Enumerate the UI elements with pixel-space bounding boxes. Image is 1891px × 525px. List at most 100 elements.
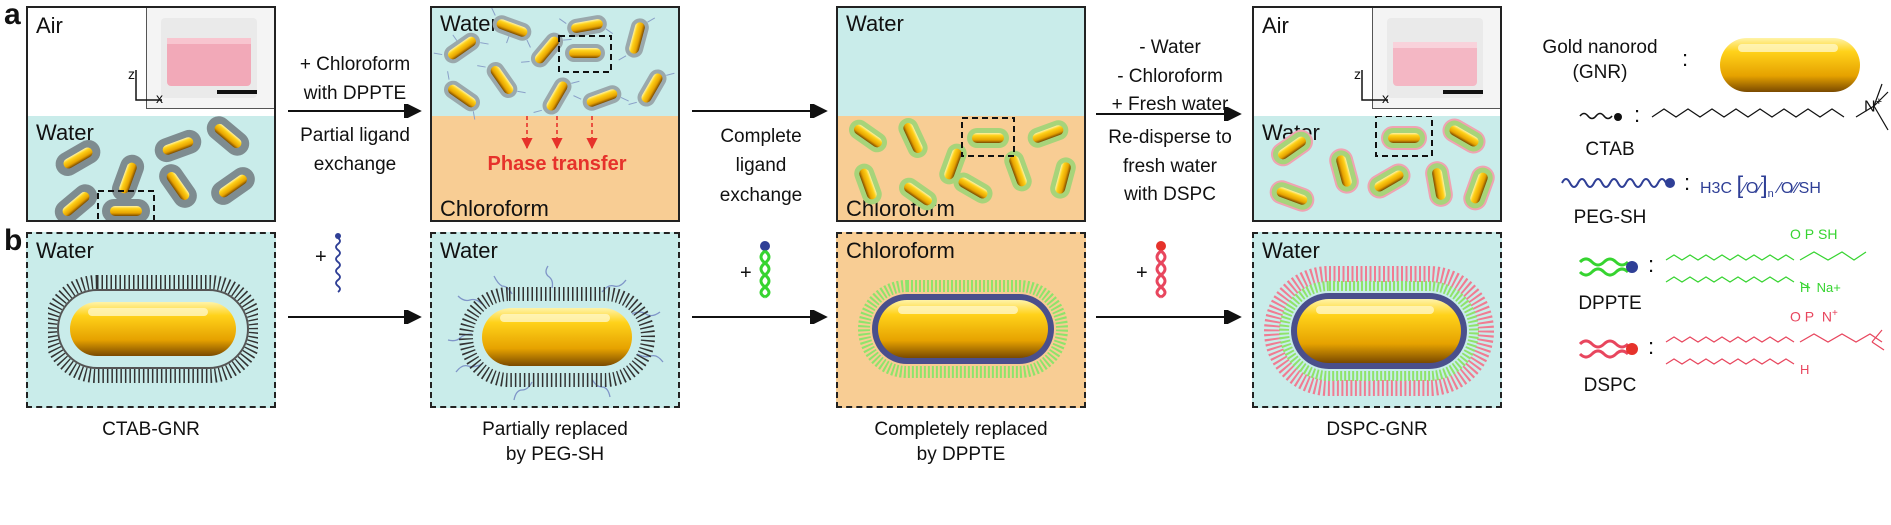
gnr-rod (521, 32, 572, 68)
vial-photo-inset (1372, 8, 1500, 109)
vial-photo (161, 18, 257, 98)
panel-a4: Air Water z x (1252, 6, 1502, 222)
gnr-rod (159, 164, 197, 208)
plus-sign: + (315, 246, 327, 268)
peg-gnr-rods (433, 8, 675, 150)
axes-icon (135, 70, 162, 101)
dppte-atoms-lower: H Na+ (1800, 280, 1841, 295)
dppte-legend-icon (1578, 257, 1638, 277)
ctab-gnr-closeup (48, 275, 258, 383)
dppte-structure (1665, 251, 1867, 289)
gnr-rod (628, 69, 675, 107)
axis-z-label: z (128, 66, 135, 82)
caption-b3: Completely replaced by DPPTE (874, 419, 1048, 465)
dspc-icon (1155, 241, 1167, 299)
dspc-gnr-closeup (1264, 266, 1494, 396)
dspc-gnr-rods (1269, 116, 1495, 212)
zoom-box (558, 35, 612, 73)
panel-a1: Air Water z x (26, 6, 276, 222)
legend-colon: : (1682, 46, 1689, 71)
arrow-b2-b3 (692, 310, 828, 324)
gnr-rod (967, 128, 1009, 148)
caption-b1: CTAB-GNR (102, 419, 200, 440)
ctab-icon (1579, 112, 1622, 121)
dspc-structure (1665, 329, 1885, 365)
chloroform-label: Chloroform (440, 196, 549, 221)
caption-b4: DSPC-GNR (1326, 419, 1428, 440)
legend-peg-name: PEG-SH (1573, 207, 1647, 228)
water-region (838, 8, 1084, 116)
gnr-rod (854, 163, 882, 205)
step1-text: + Chloroform with DPPTE Partial ligand e… (299, 54, 411, 176)
step1-arrow (288, 104, 422, 118)
gnr-rod (953, 172, 993, 204)
dppte-atoms: O P SH (1790, 226, 1838, 242)
gnr-rod (1425, 161, 1453, 207)
step2-arrow (692, 104, 828, 118)
legend-dppte-name: DPPTE (1578, 293, 1642, 314)
dppte-gnr-closeup (858, 280, 1068, 378)
panel-b1: Water (26, 232, 276, 408)
water-label: Water (440, 238, 498, 263)
legend-colon: : (1684, 170, 1691, 195)
gnr-rod (55, 140, 101, 176)
gnr-rod (1027, 120, 1069, 148)
gnr-rod (559, 15, 614, 37)
zoom-box (961, 117, 1015, 157)
legend-ctab-name: CTAB (1585, 139, 1635, 160)
gnr-rod (1050, 157, 1076, 199)
step2-text: Complete ligand exchange (719, 126, 803, 206)
step3-arrow (1096, 107, 1242, 121)
gnr-rod (1463, 165, 1495, 211)
legend-dspc-name: DSPC (1583, 375, 1637, 396)
dspc-atoms: O P N+ (1790, 308, 1838, 325)
gnr-rod (1367, 163, 1411, 199)
axis-z-label: z (1354, 66, 1361, 82)
gnr-rod (1329, 148, 1359, 194)
arrow-b3-b4 (1096, 310, 1242, 324)
gnr-rod (154, 129, 202, 163)
plus-sign: + (1136, 262, 1148, 284)
panel-b4: Water (1252, 232, 1502, 408)
axes-icon (1361, 70, 1388, 101)
panel-b3: Chloroform (836, 232, 1086, 408)
step3-text-lower: Re-disperse to fresh water with DSPC (1108, 127, 1232, 205)
panel-letter-b: b (4, 224, 23, 257)
peg-gnr-closeup (447, 265, 664, 401)
dppte-gnr-rods (848, 117, 1076, 211)
legend-gnr-name: Gold nanorod (GNR) (1542, 37, 1658, 83)
axis-x-label: x (156, 90, 163, 106)
gnr-rod (1270, 129, 1314, 167)
gnr-rod (443, 71, 481, 120)
peg-formula: H3C [⁄O⁄]n ⁄O⁄⁄SH (1700, 172, 1821, 201)
caption-b2: Partially replaced by PEG-SH (482, 419, 628, 465)
gnr-rod (491, 8, 532, 48)
gnr-rod (573, 85, 629, 111)
water-label: Water (846, 11, 904, 36)
peg-legend-icon (1561, 178, 1675, 188)
vial-photo (1387, 18, 1483, 98)
gnr-rod (533, 77, 580, 115)
water-label: Water (1262, 238, 1320, 263)
gnr-rod (898, 177, 938, 211)
zoom-box (1375, 116, 1433, 157)
peg-sh-icon (335, 233, 341, 293)
axis-x-label: x (1382, 90, 1389, 106)
arrow-b1-b2 (288, 310, 422, 324)
gnr-rod (618, 17, 656, 61)
legend-colon: : (1634, 102, 1641, 127)
gnr-rod (102, 199, 150, 220)
step3-text: - Water - Chloroform + Fresh water (1111, 37, 1229, 115)
panel-b2: Water (430, 232, 680, 408)
gnr-rod (848, 119, 888, 153)
panel-a3: Water Chloroform (836, 6, 1086, 222)
legend-colon: : (1648, 334, 1655, 359)
air-label: Air (36, 13, 63, 38)
chloroform-label: Chloroform (846, 238, 955, 263)
phase-transfer-arrows (521, 116, 598, 150)
gnr-rod (1381, 126, 1427, 150)
legend-colon: : (1648, 252, 1655, 277)
gnr-rod (477, 61, 526, 99)
gnr-rod (54, 184, 98, 220)
gnr-rod (211, 167, 255, 205)
